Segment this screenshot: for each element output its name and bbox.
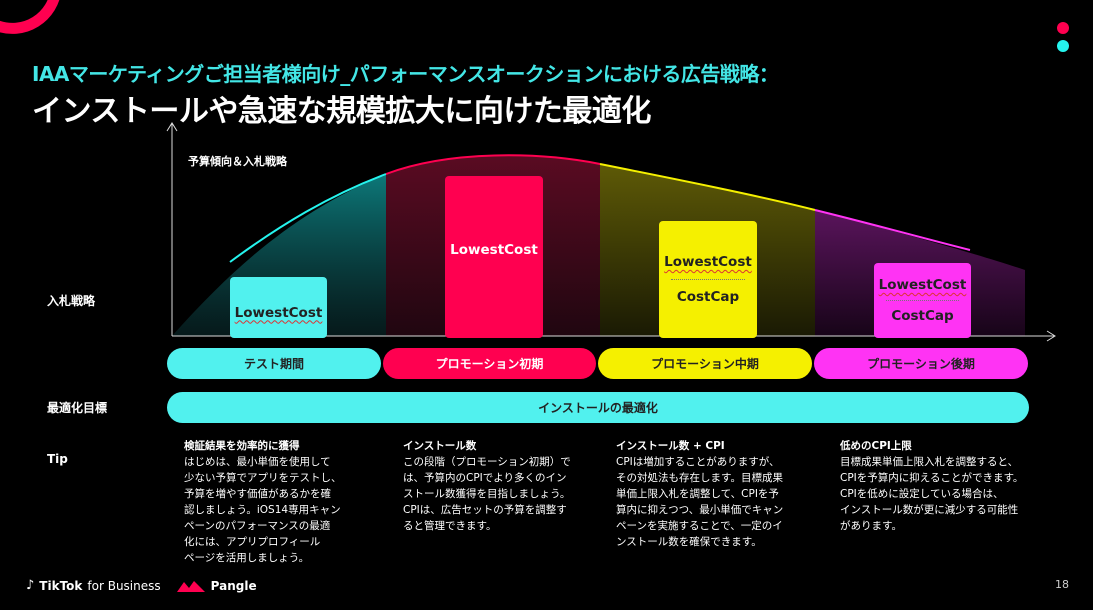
pangle-brand: Pangle (210, 578, 257, 593)
bid-box-early: LowestCost (445, 176, 543, 338)
bid-box-mid: LowestCost CostCap (659, 221, 757, 338)
bid-box-test: LowestCost (230, 277, 327, 338)
optimization-goal-bar: インストールの最適化 (167, 392, 1029, 423)
bid-box-late-label-bottom: CostCap (891, 308, 954, 324)
tip-line: は、予算内のCPIでより多くのイン (403, 472, 567, 484)
tip-promo-mid-heading: インストール数 + CPI (616, 440, 725, 452)
bid-box-late-label-top: LowestCost (878, 277, 967, 293)
tip-line: CPIを低めに設定している場合は、 (840, 488, 1004, 500)
tip-label: Tip (47, 452, 68, 466)
phase-promo-late: プロモーション後期 (814, 348, 1028, 379)
tip-line: ペーンを実施することで、一定のイ (616, 520, 783, 532)
tiktok-brand-suffix: for Business (87, 578, 161, 593)
bid-box-mid-divider (671, 279, 745, 280)
tip-line: があります。 (840, 520, 902, 532)
bid-box-mid-label-top: LowestCost (664, 254, 752, 270)
tip-test-heading: 検証結果を効率的に獲得 (184, 440, 300, 452)
tip-line: はじめは、最小単価を使用して (184, 456, 331, 468)
red-dot-icon (1057, 22, 1069, 34)
tip-line: インストール数が更に減少する可能性 (840, 504, 1019, 516)
corner-arc-decoration (0, 0, 60, 34)
footer-logos: ♪ TikTok for Business Pangle (26, 578, 257, 593)
phase-test: テスト期間 (167, 348, 381, 379)
curve-test (229, 173, 387, 263)
tip-line: 少ない予算でアプリをテストし、 (184, 472, 342, 484)
tiktok-brand: TikTok (39, 578, 83, 593)
page-subtitle: IAAマーケティングご担当者様向け_パフォーマンスオークションにおける広告戦略： (32, 62, 779, 86)
curve-early (385, 154, 601, 175)
tip-promo-early-heading: インストール数 (403, 440, 477, 452)
page-number: 18 (1055, 578, 1069, 591)
tip-line: 単価上限入札を調整して、CPIを予 (616, 488, 779, 500)
phase-promo-mid: プロモーション中期 (598, 348, 812, 379)
tip-line: ると管理できます。 (403, 520, 497, 532)
tip-line: 化には、アプリプロフィール (184, 536, 321, 548)
tiktok-icon: ♪ (26, 578, 35, 593)
tip-line: ページを活用しましょう。 (184, 552, 310, 564)
bid-strategy-label: 入札戦略 (47, 294, 96, 308)
tip-test: 検証結果を効率的に獲得 はじめは、最小単価を使用して 少ない予算でアプリをテスト… (184, 438, 384, 566)
optimization-goal-label: 最適化目標 (47, 401, 108, 415)
phase-promo-early: プロモーション初期 (383, 348, 596, 379)
page-title: インストールや急速な規模拡大に向けた最適化 (32, 94, 651, 129)
bid-box-late-divider (886, 300, 959, 301)
bid-box-mid-label-bottom: CostCap (676, 289, 740, 305)
tip-line: この段階（プロモーション初期）で (403, 456, 571, 468)
tip-line: 算内に抑えつつ、最小単価でキャン (616, 504, 784, 516)
chart-label: 予算傾向＆入札戦略 (188, 155, 287, 168)
pangle-icon (176, 580, 205, 592)
curve-mid (599, 163, 816, 211)
tip-line: 予算を増やす価値があるかを確 (184, 488, 331, 500)
bid-box-test-label: LowestCost (234, 304, 323, 321)
tip-line: ペーンのパフォーマンスの最適 (184, 520, 331, 532)
bid-box-early-label: LowestCost (450, 242, 538, 258)
tip-promo-late: 低めのCPI上限 目標成果単価上限入札を調整すると、 CPIを予算内に抑えること… (840, 438, 1060, 534)
tip-line: CPIは、広告セットの予算を調整す (403, 504, 567, 516)
tip-line: CPIを予算内に抑えることができます。 (840, 472, 1024, 484)
tip-line: CPIは増加することがありますが、 (616, 456, 780, 468)
y-axis-arrow (166, 122, 178, 132)
curve-late (814, 209, 971, 251)
tip-line: ストール数獲得を目指しましょう。 (403, 488, 571, 500)
area-test-period (172, 174, 386, 336)
tip-promo-late-heading: 低めのCPI上限 (840, 440, 912, 452)
x-axis-arrow (1046, 330, 1056, 342)
tip-line: 目標成果単価上限入札を調整すると、 (840, 456, 1019, 468)
tip-promo-early: インストール数 この段階（プロモーション初期）で は、予算内のCPIでより多くの… (403, 438, 603, 534)
tip-promo-mid: インストール数 + CPI CPIは増加することがありますが、 その対処法も存在… (616, 438, 816, 550)
tip-line: 認しましょう。iOS14専用キャン (184, 504, 341, 516)
cyan-dot-icon (1057, 40, 1069, 52)
bid-box-late: LowestCost CostCap (874, 263, 971, 338)
tip-line: その対処法も存在します。目標成果 (616, 472, 783, 484)
tip-line: ンストール数を確保できます。 (616, 536, 762, 548)
